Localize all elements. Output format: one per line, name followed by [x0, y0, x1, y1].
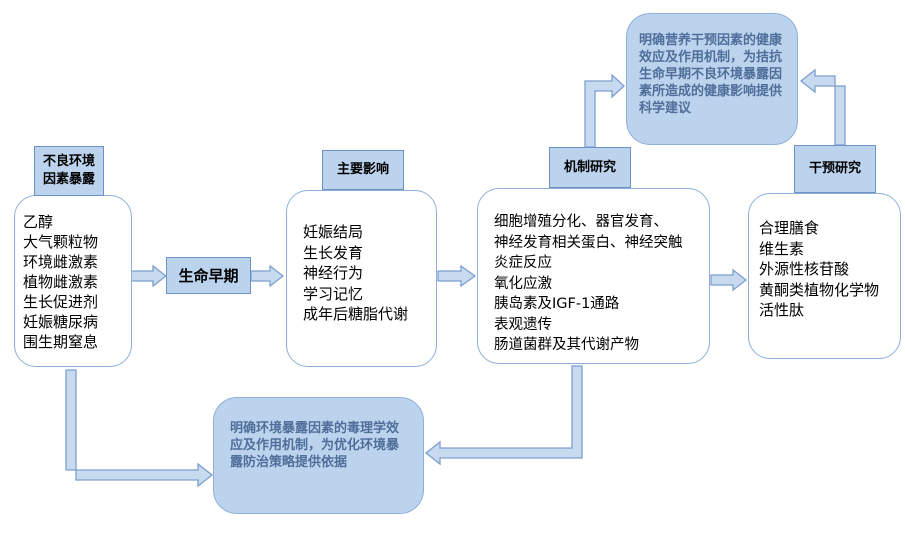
effect-item: 生长发育	[303, 243, 364, 262]
arrow-intervention-to-top	[799, 68, 846, 146]
top-conclusion-text: 明确营养干预因素的健康效应及作用机制，为拮抗生命早期不良环境暴露因素所造成的健康…	[639, 33, 783, 116]
intervention-item: 黄酮类植物化学物	[759, 280, 880, 299]
env-header-line-1: 不良环境	[42, 154, 95, 169]
effects-header: 主要影响	[322, 150, 404, 190]
intervention-list: 合理膳食维生素外源性核苷酸黄酮类植物化学物活性肽	[759, 218, 879, 321]
mechanism-box: 细胞增殖分化、器官发育、神经发育相关蛋白、神经突触炎症反应氧化应激胰岛素及IGF…	[477, 188, 710, 364]
arrow-mechanism-to-intervention	[710, 268, 748, 292]
effect-item: 神经行为	[303, 264, 364, 282]
mechanism-item: 炎症反应	[494, 255, 552, 271]
arrow-mechanism-to-top	[584, 73, 625, 148]
env-factor-item: 生长促进剂	[23, 293, 99, 311]
bottom-conclusion-box: 明确环境暴露因素的毒理学效应及作用机制，为优化环境暴露防治策略提供依据	[213, 397, 424, 514]
env-header-line-2: 因素暴露	[42, 172, 95, 187]
mechanism-item: 胰岛素及IGF-1通路	[494, 296, 620, 312]
env-factor-item: 妊娠糖尿病	[23, 313, 99, 331]
env-factor-item: 围生期窒息	[23, 333, 99, 351]
arrow-early-to-effects	[250, 264, 285, 288]
top-conclusion-box: 明确营养干预因素的健康效应及作用机制，为拮抗生命早期不良环境暴露因素所造成的健康…	[626, 13, 798, 145]
env-factor-item: 乙醇	[23, 213, 54, 231]
effect-item: 学习记忆	[303, 284, 364, 303]
arrow-mechanism-to-bottom	[424, 365, 583, 466]
arrow-env-to-bottom	[65, 369, 214, 488]
intervention-item: 外源性核苷酸	[759, 260, 850, 278]
intervention-box: 合理膳食维生素外源性核苷酸黄酮类植物化学物活性肽	[748, 193, 901, 359]
arrow-effects-to-mechanism	[437, 264, 477, 288]
bottom-conclusion-text: 明确环境暴露因素的毒理学效应及作用机制，为优化环境暴露防治策略提供依据	[230, 421, 400, 470]
effect-item: 妊娠结局	[303, 223, 364, 241]
arrow-env-to-early	[130, 264, 168, 288]
mechanism-item: 肠道菌群及其代谢产物	[494, 337, 639, 353]
env-factor-item: 环境雌激素	[23, 253, 99, 271]
mechanism-header: 机制研究	[549, 147, 631, 188]
mechanism-list: 细胞增殖分化、器官发育、神经发育相关蛋白、神经突触炎症反应氧化应激胰岛素及IGF…	[494, 212, 683, 356]
mechanism-item: 细胞增殖分化、器官发育、	[494, 214, 668, 230]
effects-box: 妊娠结局生长发育神经行为学习记忆成年后糖脂代谢	[286, 190, 437, 367]
env-factors-box: 乙醇大气颗粒物环境雌激素植物雌激素生长促进剂妊娠糖尿病围生期窒息	[14, 195, 132, 367]
mechanism-item: 氧化应激	[494, 275, 552, 292]
mechanism-item: 神经发育相关蛋白、神经突触	[494, 234, 683, 251]
intervention-item: 合理膳食	[759, 219, 820, 237]
effect-item: 成年后糖脂代谢	[303, 305, 409, 323]
intervention-item: 维生素	[759, 239, 805, 258]
env-factor-item: 植物雌激素	[23, 273, 99, 291]
env-factors-list: 乙醇大气颗粒物环境雌激素植物雌激素生长促进剂妊娠糖尿病围生期窒息	[23, 212, 98, 352]
mechanism-item: 表观遗传	[494, 316, 552, 333]
env-factors-header: 不良环境 因素暴露	[34, 146, 104, 196]
intervention-header: 干预研究	[794, 145, 876, 193]
effects-list: 妊娠结局生长发育神经行为学习记忆成年后糖脂代谢	[303, 222, 408, 325]
intervention-item: 活性肽	[759, 301, 805, 319]
env-factor-item: 大气颗粒物	[23, 233, 99, 251]
early-life-label: 生命早期	[166, 257, 251, 294]
